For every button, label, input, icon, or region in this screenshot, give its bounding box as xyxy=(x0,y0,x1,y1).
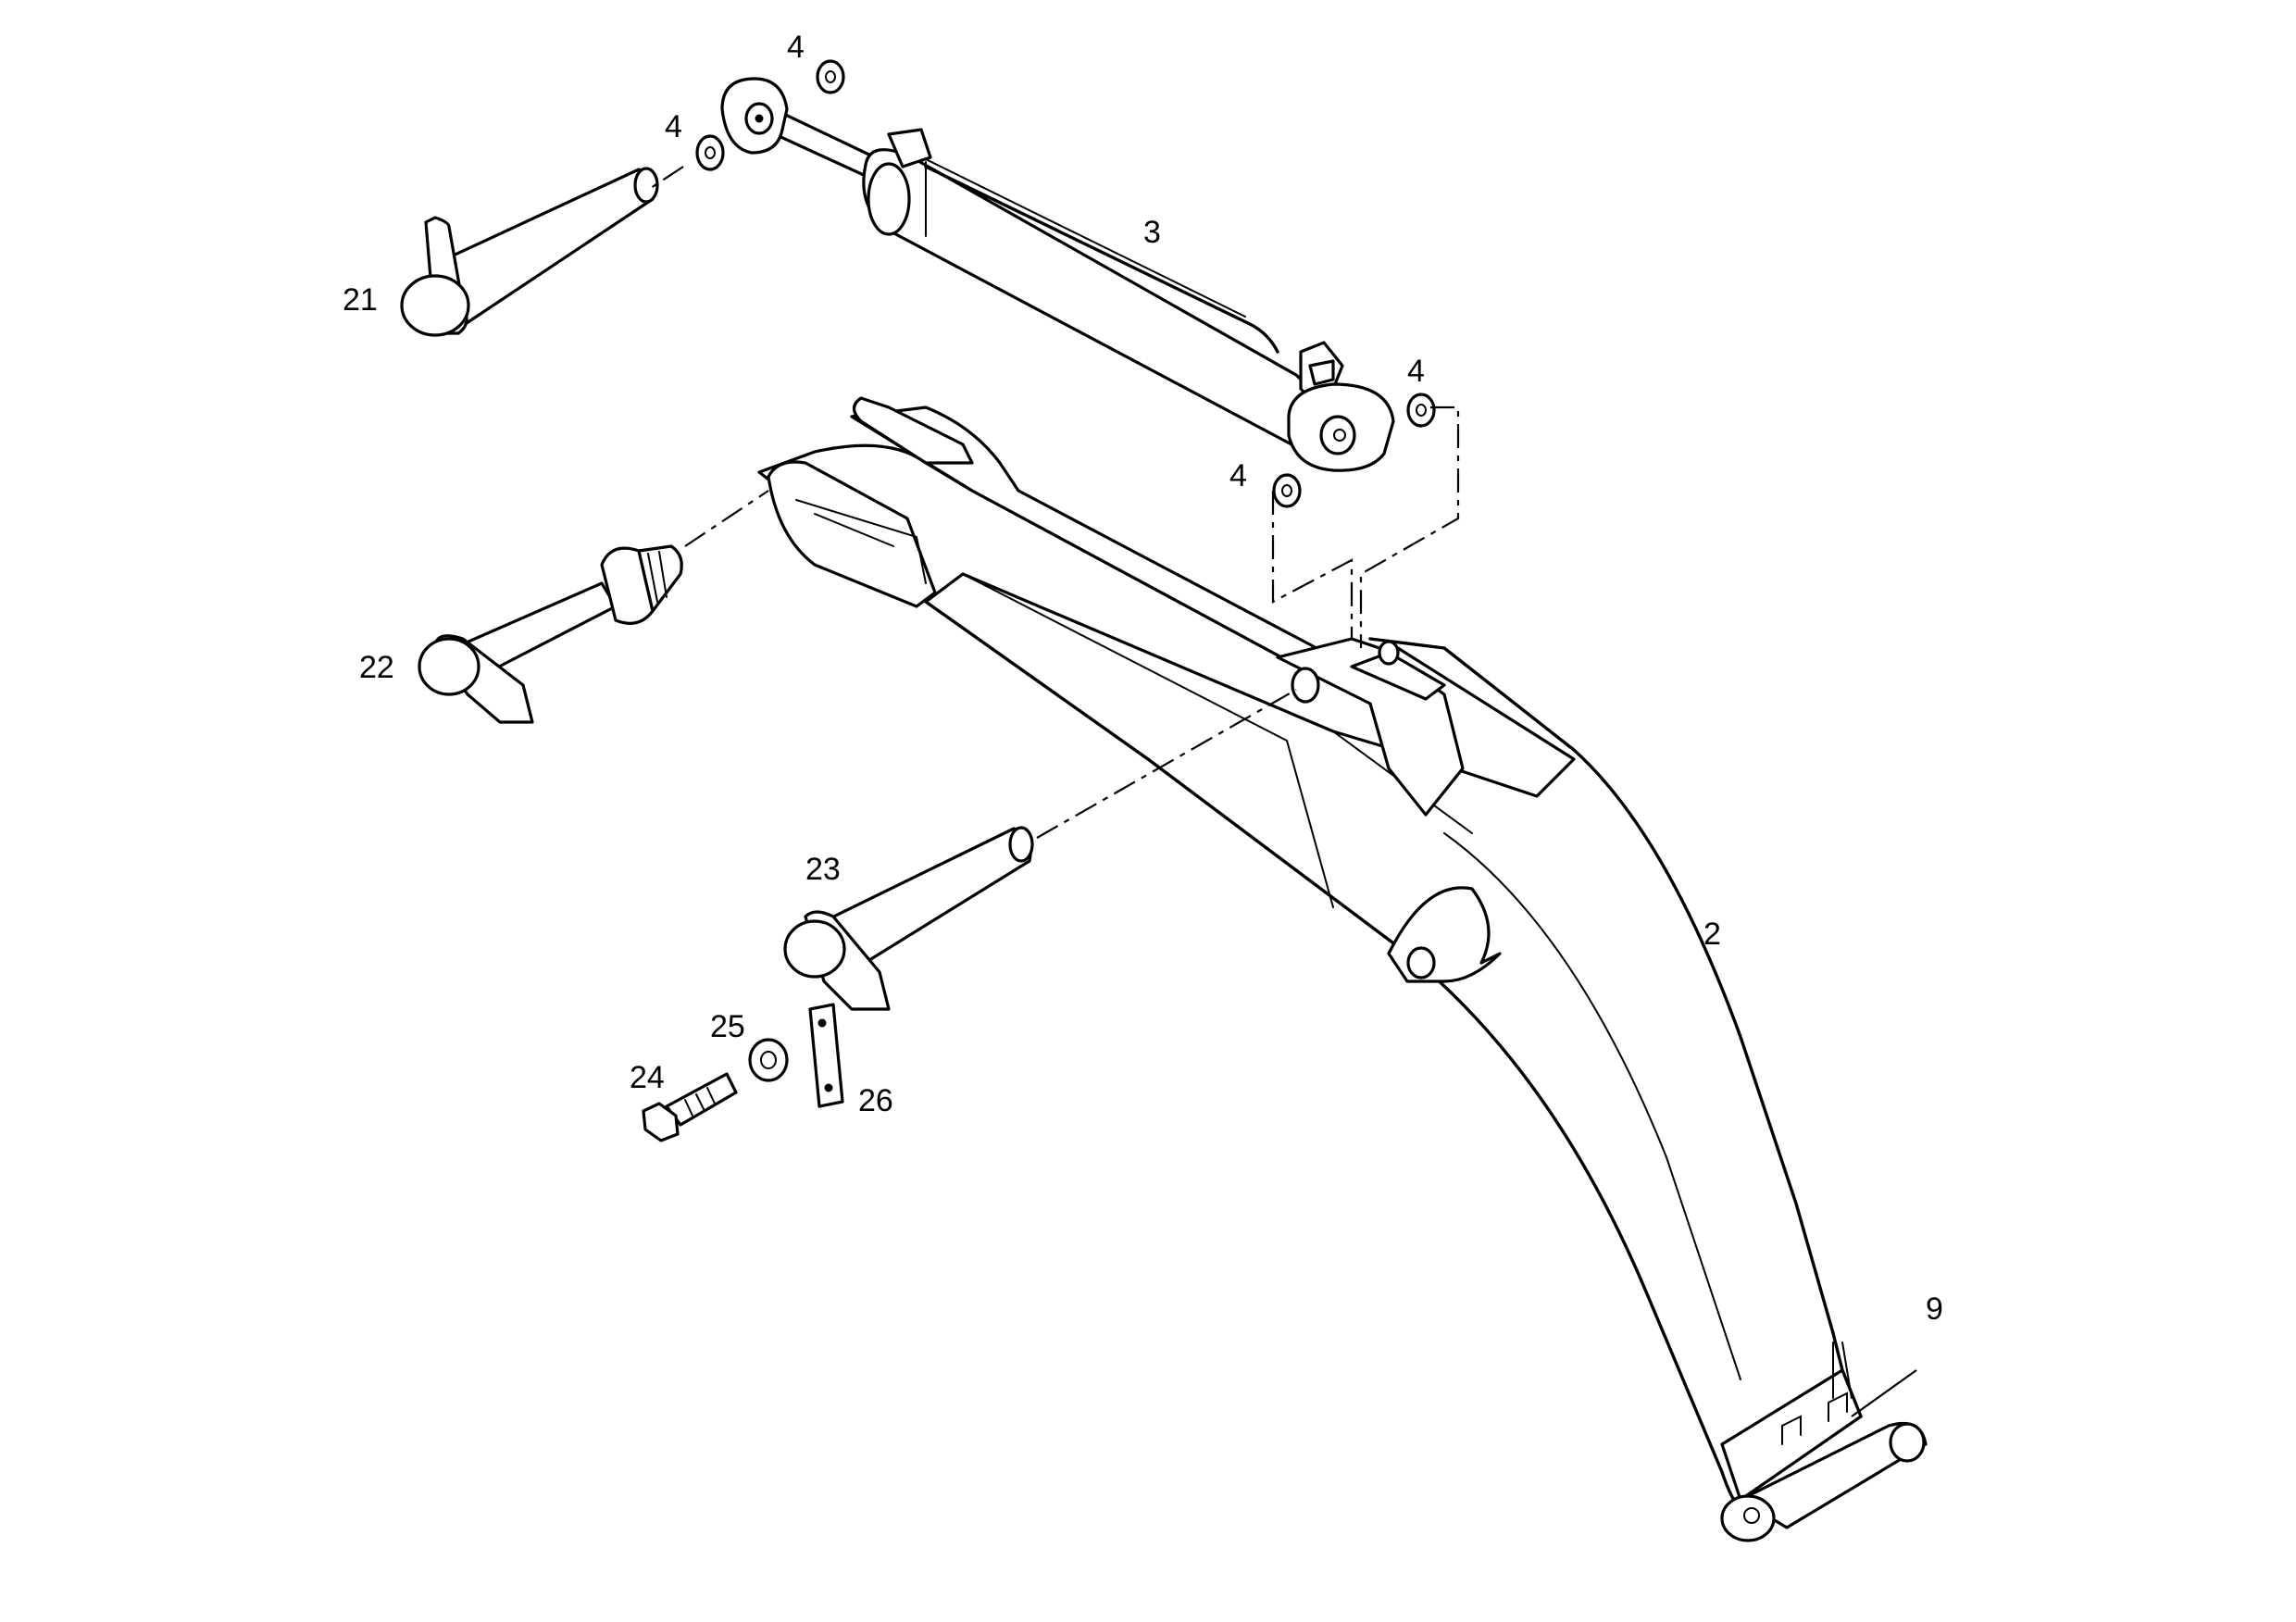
washer-part-4-left[interactable] xyxy=(695,134,725,171)
pin-part-22[interactable] xyxy=(418,544,683,724)
callout-4-top: 4 xyxy=(787,30,805,65)
boom-part-2[interactable] xyxy=(757,396,1928,1542)
callout-3: 3 xyxy=(1143,215,1161,250)
washer-part-4-lower[interactable] xyxy=(1272,473,1302,508)
callout-26: 26 xyxy=(858,1083,893,1118)
washer-part-25[interactable] xyxy=(748,1038,789,1082)
callout-22: 22 xyxy=(359,650,394,685)
pin-part-23[interactable] xyxy=(783,826,1034,1011)
callout-labels: 21 22 23 24 25 26 3 2 9 4 4 4 4 xyxy=(343,30,1943,1327)
callout-2: 2 xyxy=(1703,917,1721,952)
callout-pointers xyxy=(1851,1369,1917,1417)
callout-4-left: 4 xyxy=(665,109,682,144)
assembly-leader-lines xyxy=(647,166,1460,839)
hydraulic-cylinder-part-3[interactable] xyxy=(720,77,1395,472)
callout-4-lower: 4 xyxy=(1229,458,1247,493)
washer-part-4-top[interactable] xyxy=(816,59,845,94)
plate-part-26[interactable] xyxy=(808,1003,844,1108)
washer-part-4-right[interactable] xyxy=(1406,393,1436,428)
callout-25: 25 xyxy=(710,1009,745,1044)
pin-part-21[interactable] xyxy=(400,167,659,337)
callout-9: 9 xyxy=(1926,1291,1943,1327)
bolt-part-24[interactable] xyxy=(642,1072,738,1142)
callout-21: 21 xyxy=(343,282,378,318)
callout-4-right: 4 xyxy=(1407,354,1425,389)
callout-23: 23 xyxy=(805,852,841,887)
callout-24: 24 xyxy=(630,1060,665,1095)
